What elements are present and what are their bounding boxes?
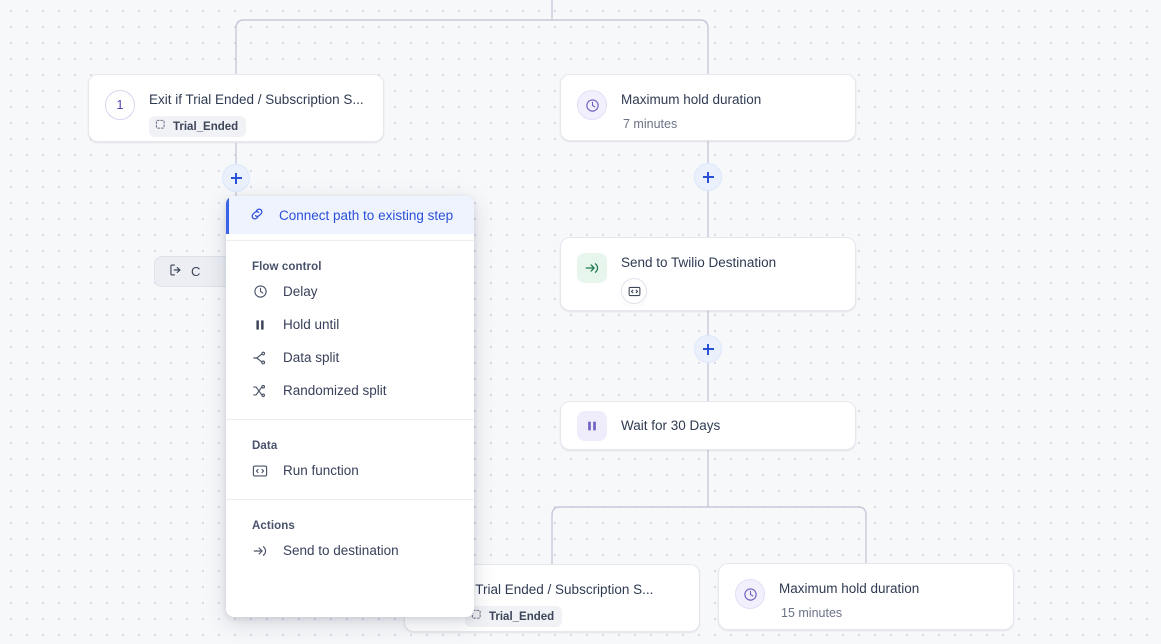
add-step-button-left[interactable] — [222, 164, 250, 192]
link-icon — [249, 206, 265, 225]
node-send-twilio[interactable]: Send to Twilio Destination — [560, 237, 856, 311]
code-icon[interactable] — [621, 278, 647, 304]
node-title: Maximum hold duration — [621, 92, 762, 107]
menu-item-run-function[interactable]: Run function — [226, 454, 474, 487]
menu-item-randomized-split[interactable]: Randomized split — [226, 374, 474, 407]
node-title: Exit if Trial Ended / Subscription S... — [149, 92, 364, 107]
clock-icon — [577, 90, 607, 120]
pause-icon — [252, 317, 268, 333]
pause-icon — [577, 410, 607, 441]
node-title: Maximum hold duration — [779, 581, 920, 596]
add-step-context-menu[interactable]: Connect path to existing step Flow contr… — [226, 196, 474, 617]
selection-cursor-icon — [155, 119, 167, 134]
node-exit-trial-top[interactable]: 1 Exit if Trial Ended / Subscription S..… — [88, 74, 384, 142]
node-chip-label: Trial_Ended — [489, 610, 555, 623]
node-subtitle: 15 minutes — [781, 606, 843, 620]
menu-group-title: Data — [252, 440, 278, 452]
menu-item-delay[interactable]: Delay — [226, 275, 474, 308]
clock-icon — [735, 579, 765, 609]
send-arrow-icon — [577, 253, 607, 283]
node-max-hold-top[interactable]: Maximum hold duration 7 minutes — [560, 74, 856, 141]
menu-item-label: Randomized split — [283, 383, 387, 398]
menu-item-data-split[interactable]: Data split — [226, 341, 474, 374]
node-wait-30-days[interactable]: Wait for 30 Days — [560, 401, 856, 450]
menu-item-connect-path[interactable]: Connect path to existing step — [226, 196, 474, 234]
menu-item-label: Connect path to existing step — [279, 207, 454, 223]
menu-divider — [226, 419, 474, 420]
add-step-button-right-bottom[interactable] — [694, 335, 722, 363]
menu-group-title: Flow control — [252, 261, 322, 273]
menu-item-label: Data split — [283, 350, 340, 365]
data-split-icon — [252, 350, 268, 366]
code-icon — [252, 463, 268, 479]
step-number-label: 1 — [116, 98, 124, 112]
menu-item-send-to-destination[interactable]: Send to destination — [226, 534, 474, 567]
menu-group-data: Data Run function — [226, 420, 474, 499]
exit-chip-label: C — [191, 264, 201, 279]
menu-item-label: Send to destination — [283, 543, 399, 558]
node-chip-label: Trial_Ended — [173, 120, 239, 133]
menu-item-label: Delay — [283, 284, 318, 299]
menu-item-label: Hold until — [283, 317, 340, 332]
add-step-button-right-top[interactable] — [694, 163, 722, 191]
menu-group-flow-control: Flow control Delay Hold until — [226, 241, 474, 419]
node-chip-trial-ended[interactable]: Trial_Ended — [465, 606, 563, 627]
clock-icon — [252, 284, 268, 300]
node-title: if Trial Ended / Subscription S... — [465, 582, 654, 597]
menu-item-hold-until[interactable]: Hold until — [226, 308, 474, 341]
menu-item-label: Run function — [283, 463, 359, 478]
step-number-badge: 1 — [105, 90, 135, 120]
node-title: Send to Twilio Destination — [621, 255, 777, 270]
menu-divider — [226, 499, 474, 500]
node-max-hold-bottom[interactable]: Maximum hold duration 15 minutes — [718, 563, 1014, 630]
menu-group-title: Actions — [252, 520, 295, 532]
send-arrow-icon — [252, 543, 268, 559]
node-title: Wait for 30 Days — [621, 418, 721, 433]
node-chip-trial-ended[interactable]: Trial_Ended — [149, 116, 247, 137]
exit-icon — [169, 263, 183, 280]
menu-group-actions: Actions Send to destination — [226, 500, 474, 567]
randomized-split-icon — [252, 383, 268, 399]
menu-divider — [226, 240, 474, 241]
node-subtitle: 7 minutes — [623, 117, 678, 131]
